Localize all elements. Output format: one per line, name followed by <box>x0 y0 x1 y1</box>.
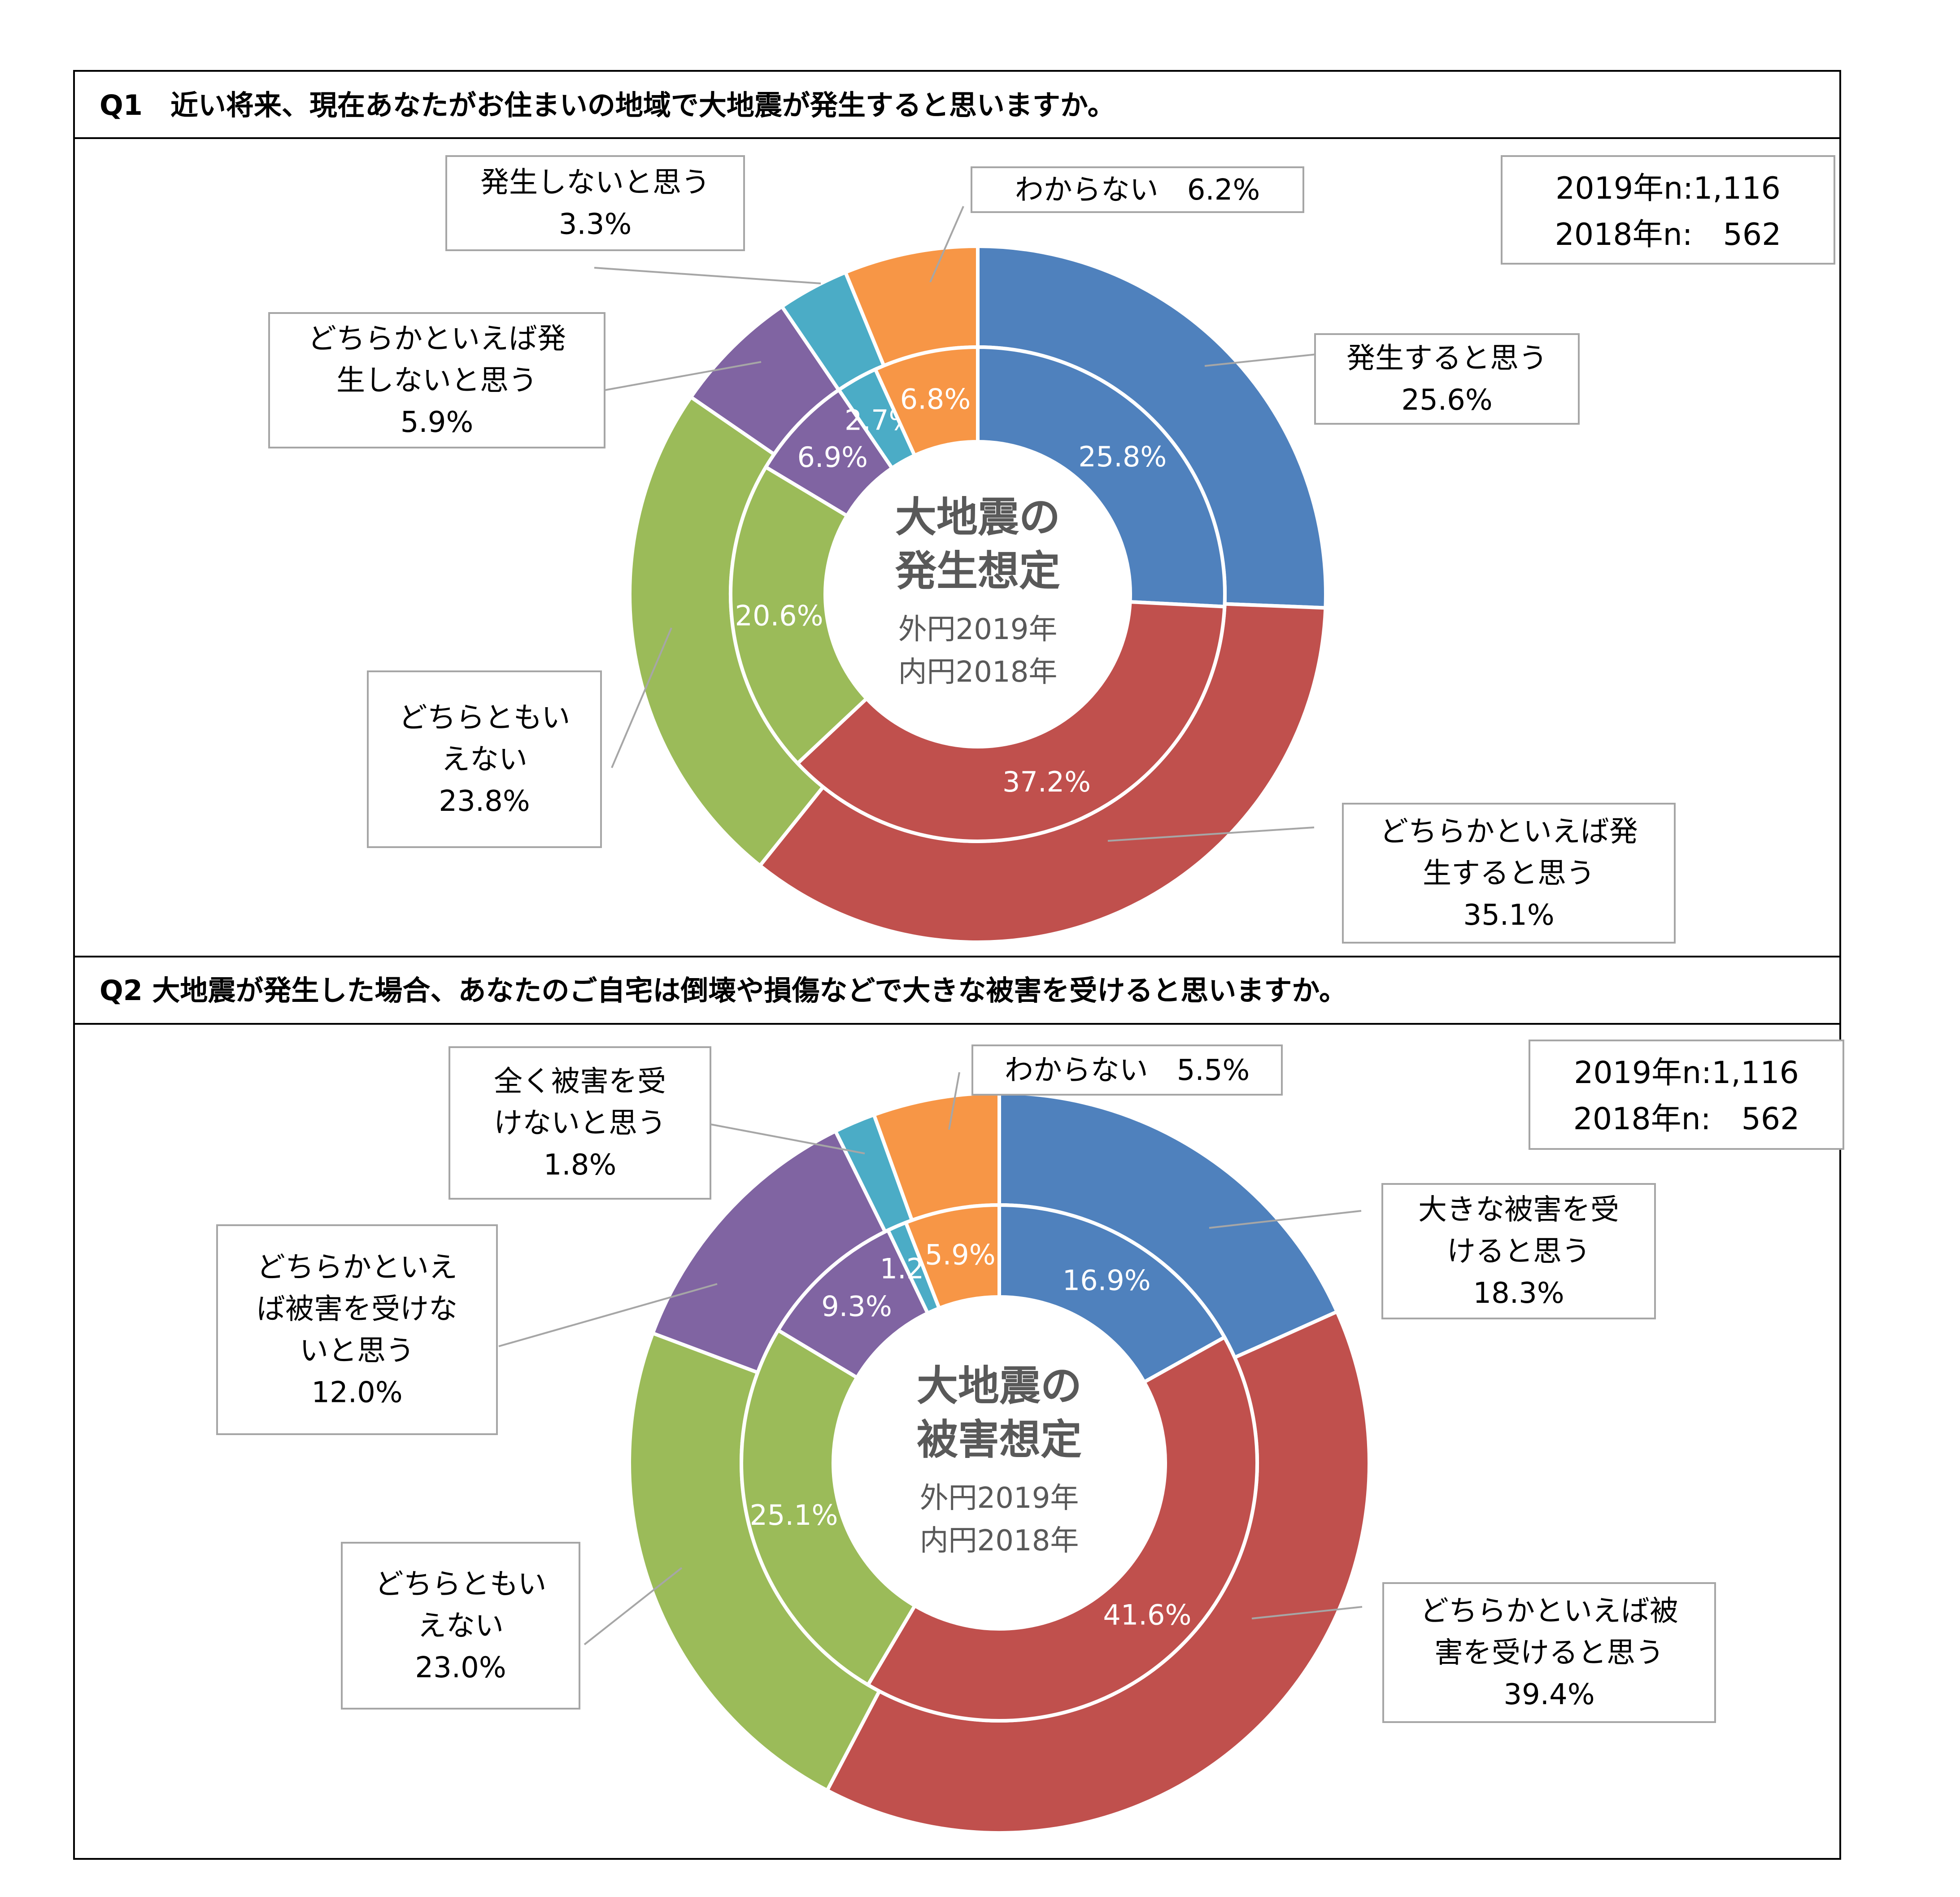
center-title-line-1: 大地震の <box>895 493 1060 541</box>
callout-label-teal-line-3: 1.8% <box>544 1149 617 1182</box>
callout-label-blue-line-2: けると思う <box>1447 1235 1590 1268</box>
inner-ring-slice-green <box>740 1327 918 1688</box>
callout-label-red-line-1: どちらかといえば被 <box>1420 1595 1678 1628</box>
inner-ring-label-orange: 6.8% <box>900 383 971 416</box>
leader-line-orange <box>929 206 964 283</box>
callout-label-red-line-2: 害を受けると思う <box>1434 1636 1664 1670</box>
callout-box-orange <box>971 166 1304 213</box>
sample-size-box <box>1501 155 1835 265</box>
callout-box-teal <box>449 1046 711 1200</box>
center-title-line-2: 発生想定 <box>895 547 1060 595</box>
callout-label-orange-line-1: わからない 5.5% <box>1005 1054 1250 1087</box>
callout-label-purple-line-3: いと思う <box>300 1335 414 1368</box>
leader-line-red <box>1251 1606 1363 1619</box>
sample-size-line-2: 2018年n: 562 <box>1573 1101 1800 1137</box>
inner-ring-label-red: 41.6% <box>1103 1598 1191 1631</box>
leader-line-teal <box>594 267 821 284</box>
outer-ring-slice-red <box>824 1309 1371 1835</box>
q2-donut-chart: 16.9%41.6%25.1%9.3%1.2%5.9%大地震の被害想定外円201… <box>216 1040 1844 1835</box>
callout-box-green <box>341 1542 580 1710</box>
inner-ring-label-red: 37.2% <box>1002 766 1091 798</box>
inner-ring-slice-red <box>795 600 1227 843</box>
inner-ring-label-orange: 5.9% <box>925 1239 996 1271</box>
inner-ring-label-purple: 6.9% <box>797 441 868 474</box>
callout-label-purple-line-3: 5.9% <box>401 406 474 439</box>
center-title-line-1: 大地震の <box>917 1362 1082 1410</box>
callout-label-blue-line-1: 大きな被害を受 <box>1418 1193 1619 1227</box>
callout-label-blue-line-1: 発生すると思う <box>1346 342 1547 375</box>
callout-label-red-line-2: 生すると思う <box>1423 857 1595 890</box>
inner-ring-label-blue: 25.8% <box>1078 440 1167 473</box>
callout-label-green-line-3: 23.8% <box>439 785 530 818</box>
sample-size-line-2: 2018年n: 562 <box>1555 217 1781 252</box>
callout-box-blue <box>1314 333 1580 425</box>
q1-panel: Q1 近い将来、現在あなたがお住まいの地域で大地震が発生すると思いますか。 25… <box>73 70 1841 957</box>
q2-frame <box>73 956 1841 1860</box>
inner-ring-slice-blue <box>976 345 1227 609</box>
callout-box-orange <box>971 1044 1283 1096</box>
q2-question: Q2 大地震が発生した場合、あなたのご自宅は倒壊や損傷などで大きな被害を受けると… <box>100 974 1347 1007</box>
callout-label-purple-line-2: ば被害を受けな <box>257 1293 457 1326</box>
callout-label-teal-line-2: 3.3% <box>559 208 632 241</box>
leader-line-blue <box>1204 353 1317 367</box>
callout-box-red <box>1342 803 1676 944</box>
callout-label-teal-line-1: 全く被害を受 <box>494 1065 666 1098</box>
callout-box-purple <box>268 312 605 448</box>
callout-box-red <box>1382 1582 1716 1723</box>
leader-line-teal <box>710 1123 865 1154</box>
center-subtitle-line-1: 外円2019年 <box>920 1482 1079 1515</box>
sample-size-line-1: 2019年n:1,116 <box>1555 171 1781 206</box>
q2-panel: Q2 大地震が発生した場合、あなたのご自宅は倒壊や損傷などで大きな被害を受けると… <box>73 956 1844 1860</box>
callout-label-red-line-3: 35.1% <box>1463 899 1554 932</box>
inner-ring-slice-green <box>729 465 869 766</box>
center-subtitle-line-2: 内円2018年 <box>920 1524 1079 1558</box>
leader-line-blue <box>1209 1210 1362 1229</box>
inner-ring-label-blue: 16.9% <box>1063 1264 1151 1297</box>
sample-size-box <box>1529 1040 1844 1150</box>
callout-label-purple-line-4: 12.0% <box>311 1376 402 1410</box>
leader-line-purple <box>498 1283 718 1347</box>
inner-ring-slice-blue <box>997 1203 1227 1385</box>
q1-question: Q1 近い将来、現在あなたがお住まいの地域で大地震が発生すると思いますか。 <box>100 89 1115 122</box>
callout-label-purple-line-2: 生しないと思う <box>336 364 537 397</box>
callout-label-green-line-3: 23.0% <box>415 1651 506 1684</box>
callout-label-blue-line-3: 18.3% <box>1473 1277 1564 1310</box>
callout-label-teal-line-1: 発生しないと思う <box>480 166 710 200</box>
leader-line-purple <box>604 361 762 391</box>
callout-label-green-line-1: どちらともい <box>375 1568 547 1601</box>
callout-label-blue-line-2: 25.6% <box>1401 384 1492 417</box>
inner-ring-label-green: 25.1% <box>749 1499 838 1532</box>
callout-label-orange-line-1: わからない 6.2% <box>1015 174 1260 207</box>
q1-donut-chart: 25.8%37.2%20.6%6.9%2.7%6.8%大地震の発生想定外円201… <box>268 155 1835 944</box>
inner-ring-label-purple: 9.3% <box>821 1290 892 1323</box>
callout-label-purple-line-1: どちらかといえ <box>257 1251 457 1284</box>
leader-line-green <box>611 627 672 768</box>
inner-ring-slice-red <box>865 1335 1259 1723</box>
center-title-line-2: 被害想定 <box>917 1416 1082 1464</box>
center-subtitle-line-2: 内円2018年 <box>898 656 1058 689</box>
sample-size-line-1: 2019年n:1,116 <box>1574 1055 1799 1091</box>
callout-label-green-line-2: えない <box>418 1610 504 1643</box>
callout-box-green <box>367 670 602 848</box>
callout-label-teal-line-2: けないと思う <box>494 1107 666 1140</box>
callout-box-teal <box>445 155 745 251</box>
inner-ring-slice-orange <box>873 345 980 458</box>
leader-line-green <box>584 1567 683 1645</box>
callout-label-green-line-1: どちらともい <box>399 701 571 735</box>
callout-label-green-line-2: えない <box>441 743 527 776</box>
leader-line-orange <box>948 1072 960 1130</box>
center-subtitle-line-1: 外円2019年 <box>898 613 1058 646</box>
callout-box-blue <box>1381 1183 1656 1319</box>
inner-ring-label-green: 20.6% <box>735 599 823 632</box>
callout-box-purple <box>216 1224 498 1435</box>
callout-label-red-line-1: どちらかといえば発 <box>1380 815 1638 848</box>
inner-ring-slice-orange <box>903 1203 1001 1311</box>
callout-label-purple-line-1: どちらかといえば発 <box>308 322 566 356</box>
leader-line-red <box>1107 827 1315 842</box>
callout-label-red-line-3: 39.4% <box>1503 1678 1594 1711</box>
